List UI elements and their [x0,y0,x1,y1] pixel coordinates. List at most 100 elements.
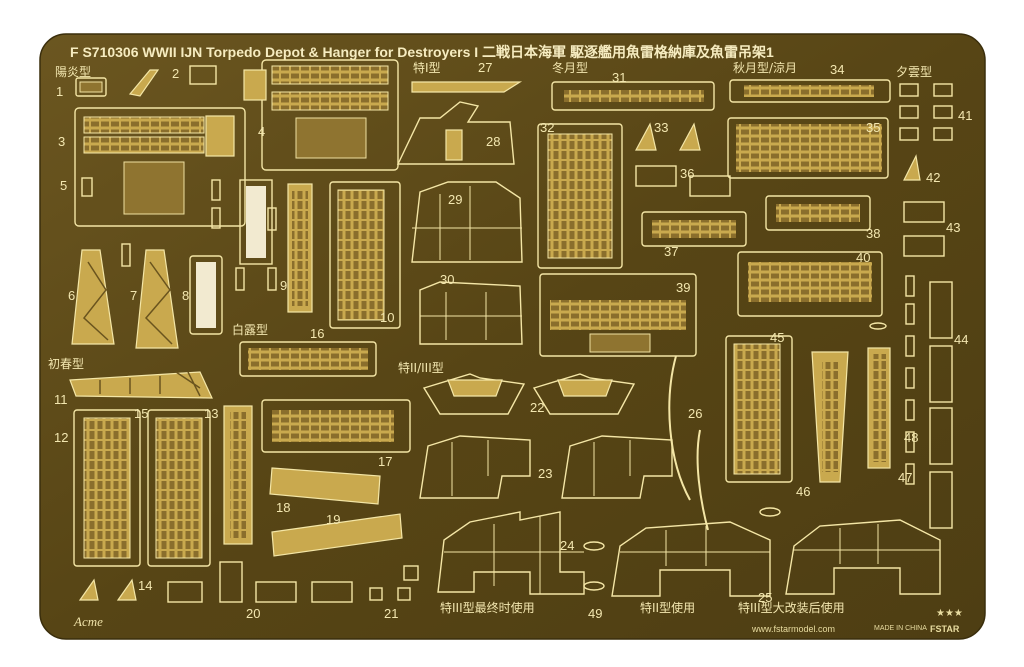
label-toku3-final: 特III型最终时使用 [440,600,535,615]
sheet-title: F S710306 WWII IJN Torpedo Depot & Hange… [70,44,774,60]
label-fuyuzuki: 冬月型 [552,60,588,75]
part-22b [532,373,636,415]
svg-text:26: 26 [688,406,702,421]
part-27 [411,81,523,93]
svg-text:3: 3 [58,134,65,149]
svg-text:★★★: ★★★ [936,608,963,619]
part-11 [69,371,213,399]
svg-text:37: 37 [664,244,678,259]
brand-mark: Acme [73,614,103,629]
part-32 [537,123,623,269]
svg-text:47: 47 [898,470,912,485]
svg-text:28: 28 [486,134,500,149]
part-42 [903,154,921,181]
part-9-rack [239,179,273,265]
svg-text:2: 2 [172,66,179,81]
svg-text:1: 1 [56,84,63,99]
part-2 [128,65,217,97]
svg-text:10: 10 [380,310,394,325]
label-akizuki: 秋月型/涼月 [733,60,797,75]
part-12 [73,409,141,567]
part-19 [271,513,403,557]
part-48 [905,275,915,485]
part-15 [147,409,211,567]
svg-text:44: 44 [954,332,968,347]
part-1 [75,77,107,97]
part-16 [239,341,377,377]
svg-text:46: 46 [796,484,810,499]
svg-text:33: 33 [654,120,668,135]
svg-text:39: 39 [676,280,690,295]
part-29 [411,181,523,263]
svg-text:31: 31 [612,70,626,85]
svg-text:29: 29 [448,192,462,207]
svg-text:48: 48 [904,430,918,445]
parts-14-20-21 [78,561,419,603]
part-10 [329,181,401,329]
part-35 [727,117,889,179]
part-25a [611,521,771,597]
part-24 [437,511,585,595]
label-shiratsuyu: 白露型 [232,322,268,337]
svg-text:22: 22 [530,400,544,415]
svg-text:45: 45 [770,330,784,345]
svg-text:30: 30 [440,272,454,287]
svg-text:16: 16 [310,326,324,341]
svg-text:6: 6 [68,288,75,303]
part-17 [261,399,411,453]
svg-text:24: 24 [560,538,574,553]
part-40 [737,251,883,317]
part-30 [419,281,523,345]
part-28 [396,101,515,165]
part-37 [641,211,747,247]
svg-text:35: 35 [866,120,880,135]
svg-text:32: 32 [540,120,554,135]
part-26 [668,355,709,531]
part-8 [189,255,223,335]
svg-text:17: 17 [378,454,392,469]
part-43 [903,201,945,257]
part-3 [74,107,246,227]
svg-text:20: 20 [246,606,260,621]
svg-text:49: 49 [588,606,602,621]
svg-text:43: 43 [946,220,960,235]
svg-text:38: 38 [866,226,880,241]
part-34 [729,79,891,103]
part-18 [269,467,381,505]
small-torpedo-tabs [583,322,887,591]
svg-text:5: 5 [60,178,67,193]
svg-text:8: 8 [182,288,189,303]
label-kagero: 陽炎型 [55,65,91,79]
svg-text:19: 19 [326,512,340,527]
svg-text:11: 11 [54,392,68,407]
svg-text:36: 36 [680,166,694,181]
svg-text:15: 15 [134,406,148,421]
label-toku3-mod: 特III型大改装后使用 [738,600,845,615]
part-41 [899,83,953,141]
part-45 [725,335,793,483]
part-39 [539,273,697,357]
svg-text:9: 9 [280,278,287,293]
svg-text:34: 34 [830,62,844,77]
part-5 [81,177,93,197]
part-36 [635,165,731,197]
part-25b [785,519,941,595]
svg-text:4: 4 [258,124,265,139]
part-number-labels: 1 2 3 4 5 6 7 8 9 10 11 12 13 14 15 16 1… [54,60,972,621]
part-9 [287,183,313,313]
part-44 [929,281,953,529]
label-toku23: 特II/III型 [398,360,444,375]
svg-text:7: 7 [130,288,137,303]
svg-text:14: 14 [138,578,152,593]
part-13 [223,405,253,545]
part-38 [765,195,871,231]
made-in-text: MADE IN CHINA [874,625,927,632]
part-23 [419,435,531,499]
website-text: www.fstarmodel.com [751,624,835,634]
part-33 [634,122,701,151]
part-6 [71,249,115,345]
part-7 [135,249,179,349]
part-22 [422,373,526,415]
label-toku: 特I型 [413,60,441,75]
